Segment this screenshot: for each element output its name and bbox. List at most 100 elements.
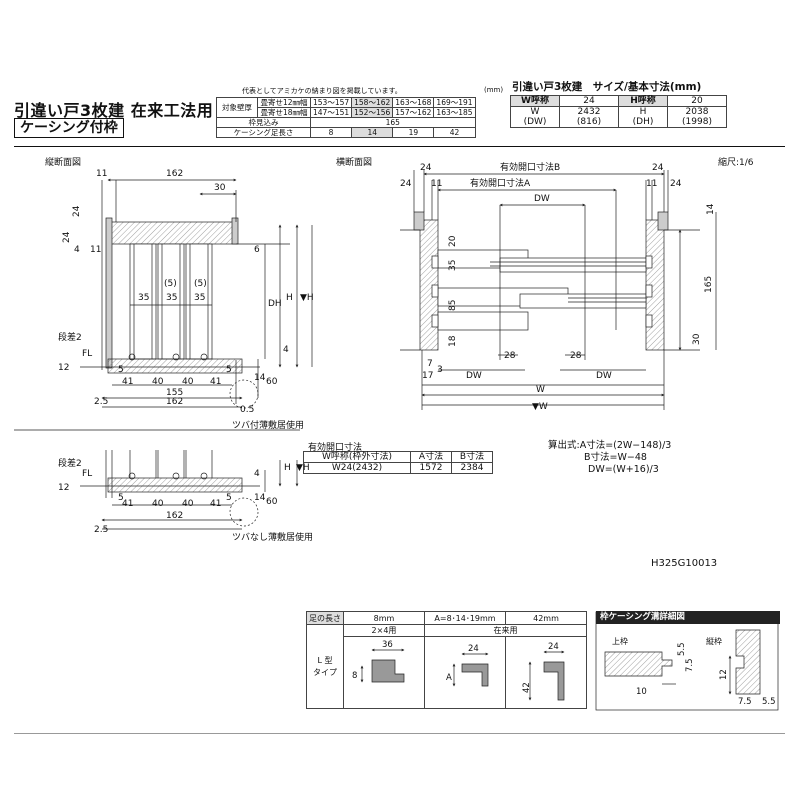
dim: 6	[254, 245, 260, 255]
dim: ▼H	[300, 293, 314, 303]
vertical-section-label: 縦断面図	[45, 158, 82, 168]
dim: 有効開口寸法A	[470, 177, 531, 189]
opening-cell: W24(2432)	[303, 462, 411, 474]
threshold-2	[107, 477, 243, 493]
dim: W	[536, 385, 545, 395]
dim: 5	[118, 493, 124, 503]
dim: 5.5	[762, 697, 776, 707]
dim: 18	[448, 335, 458, 347]
scale-label: 縮尺:1/6	[718, 158, 754, 168]
dim: 60	[266, 497, 278, 507]
w-val: 2432	[577, 107, 601, 117]
casing-type-table: 足の長さ 8mm A=8･14･19mm 42mm L 型タイプ 2×4用 在来…	[306, 611, 587, 709]
dim: 11	[646, 179, 657, 189]
dw-sub: (DW)	[523, 117, 547, 127]
dim: 28	[504, 351, 516, 361]
dim: DW	[596, 371, 612, 381]
dim: 5.5	[677, 642, 687, 656]
opening-cell: 2384	[451, 462, 493, 474]
dim: 11	[90, 245, 101, 255]
dim: 35	[194, 293, 205, 303]
page-subtitle: ケーシング付枠	[14, 118, 124, 138]
horizontal-section-label: 横断面図	[336, 158, 373, 168]
col-42: 42mm	[505, 611, 587, 625]
formula-a: 算出式:A寸法=(2W−148)/3	[548, 440, 672, 451]
right-casing	[231, 217, 239, 245]
dim: DH	[268, 299, 282, 309]
dim: ▼W	[532, 402, 548, 412]
dim: 0.5	[240, 405, 254, 415]
door-leaf-3	[437, 311, 529, 331]
dim: 11	[431, 179, 442, 189]
dim: 165	[704, 276, 714, 293]
dim: 85	[448, 300, 458, 311]
dh-val: (1998)	[682, 117, 712, 127]
tsuba-without-note: ツバなし薄敷居使用	[232, 533, 314, 543]
dim: 段差2	[58, 331, 82, 343]
dim: 4	[254, 469, 260, 479]
dim: 35	[138, 293, 149, 303]
dim: 7.5	[685, 658, 695, 672]
tsuba-with-note: ツバ付薄敷居使用	[232, 421, 305, 431]
dim: 162	[166, 511, 183, 521]
dim: 3	[437, 365, 443, 375]
dim: 162	[166, 397, 183, 407]
dim: 17	[422, 371, 433, 381]
dim: 12	[58, 483, 69, 493]
bottom-rule	[14, 733, 785, 734]
wall-table-unit: (mm)	[484, 86, 504, 94]
col-a: A=8･14･19mm	[424, 611, 506, 625]
dim: 2.5	[94, 525, 108, 535]
page-title: 引違い戸3枚建 在来工法用	[14, 101, 214, 120]
dim: 24	[420, 163, 432, 173]
dim: DW	[534, 194, 550, 204]
dim: 60	[266, 377, 278, 387]
dim: 41	[210, 377, 221, 387]
dim: H	[286, 293, 293, 303]
sub-2x4: 2×4用	[343, 624, 425, 637]
formula-b: B寸法=W−48	[584, 452, 647, 463]
dim: (5)	[164, 279, 177, 289]
upper-frame-label: 上枠	[612, 637, 628, 646]
h-sub: H	[639, 107, 647, 117]
dim: 14	[254, 493, 266, 503]
dim: 12	[58, 363, 69, 373]
dim: 段差2	[58, 457, 82, 469]
upper-frame	[109, 221, 237, 245]
dim: 40	[182, 499, 194, 509]
dim: 7	[427, 359, 433, 369]
dim: 10	[636, 687, 647, 697]
col-8: 8mm	[343, 611, 425, 625]
type-l: L 型	[317, 655, 333, 665]
dim: 4	[283, 345, 289, 355]
product-code: H325G10013	[651, 558, 718, 569]
dim: DW	[466, 371, 482, 381]
dim: ▼H	[296, 463, 310, 473]
opening-table-title: 有効開口寸法	[308, 443, 363, 453]
top-rule	[14, 146, 785, 147]
dim: 40	[152, 377, 164, 387]
dim: 14	[706, 203, 716, 215]
opening-table: W呼称(枠外寸法) A寸法 B寸法 W24(2432) 1572 2384	[303, 451, 493, 474]
opening-header: B寸法	[451, 451, 493, 463]
dim: 11	[96, 169, 107, 179]
dim: 35	[448, 260, 458, 271]
dim: (5)	[194, 279, 207, 289]
groove-detail-title: 枠ケーシング溝詳細図	[596, 611, 780, 624]
dim: FL	[82, 349, 92, 359]
dim: 40	[182, 377, 194, 387]
dim: 有効開口寸法B	[500, 161, 560, 173]
left-casing	[105, 217, 113, 369]
sub-zairai: 在来用	[424, 624, 587, 637]
dim: 41	[122, 499, 133, 509]
dim: FL	[82, 469, 92, 479]
dw-val: (816)	[576, 117, 602, 127]
dim: 24	[62, 231, 72, 243]
dim: 162	[166, 169, 183, 179]
dim: 41	[122, 377, 133, 387]
threshold	[107, 358, 243, 374]
dim: 24	[72, 205, 82, 217]
dim: 30	[692, 333, 702, 345]
formulas: 算出式:A寸法=(2W−148)/3 B寸法=W−48 DW=(W+16)/3	[548, 440, 671, 476]
dim: 40	[152, 499, 164, 509]
